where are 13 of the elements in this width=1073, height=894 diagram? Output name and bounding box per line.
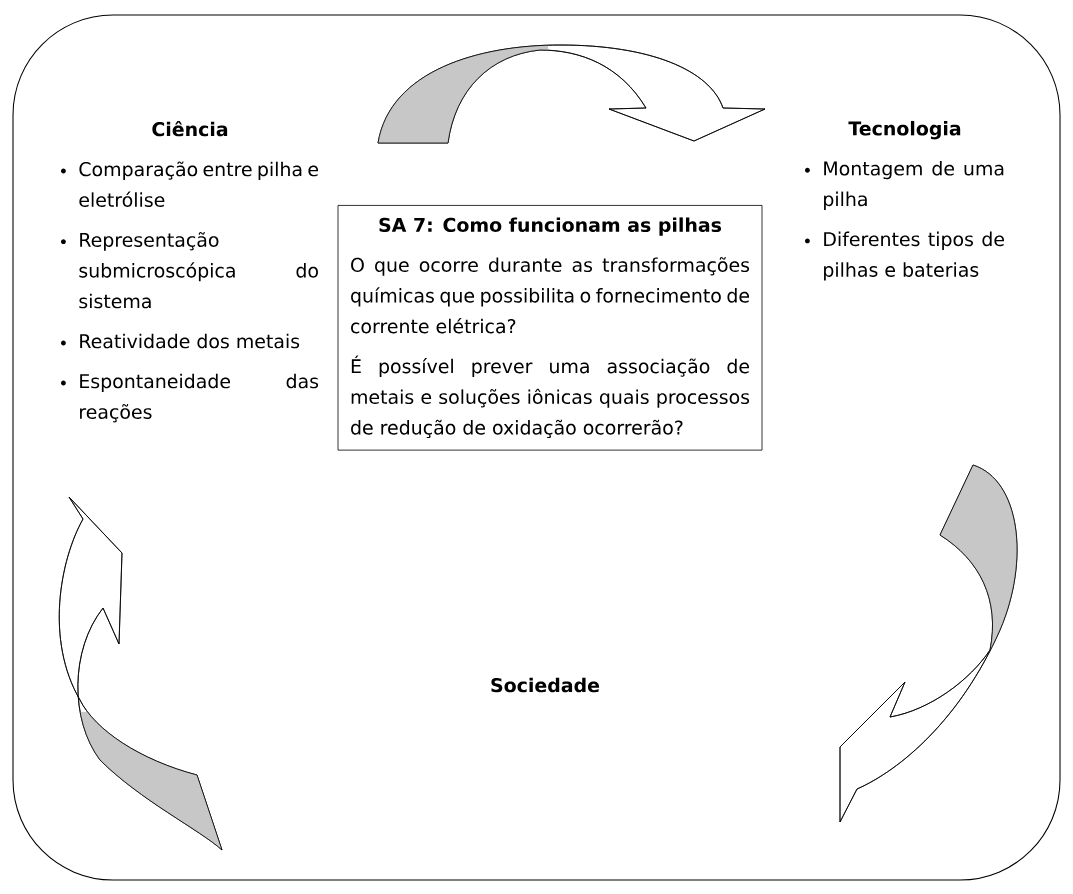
text-group: Tecnologia Montagem de uma pilha Diferentes tipos de pilhas e baterias: [805, 120, 1004, 281]
node-label: Espontaneidade das reações: [80, 373, 319, 423]
question-box: SA 7: Como funcionam as pilhas O que ocorre durante as transformações químicas que possibilita o fornecimento de corrente elétrica? É possível prever uma associação de metais e soluções iônicas quais processos de redução de oxidação ocorrerão?: [337, 205, 763, 451]
node-label: Representação submicroscópica do sistema: [79, 232, 318, 309]
curved-arrow: [377, 44, 766, 144]
node-label: Reatividade dos metais: [80, 333, 300, 349]
heading: Sociedade: [491, 677, 600, 693]
text-group: Ciência Comparação entre pilha e eletrólise Representação submicroscópica do sistema Reatividade dos metais Espontaneidade das reações: [61, 120, 319, 423]
node-label: Tecnologia: [848, 120, 961, 140]
node-label: Montagem de uma pilha: [824, 160, 1004, 210]
node-label: Comparação entre pilha e eletrólise: [79, 161, 319, 208]
node-label: Ciência: [152, 120, 228, 137]
node-label: Diferentes tipos de pilhas e baterias: [824, 231, 1004, 281]
